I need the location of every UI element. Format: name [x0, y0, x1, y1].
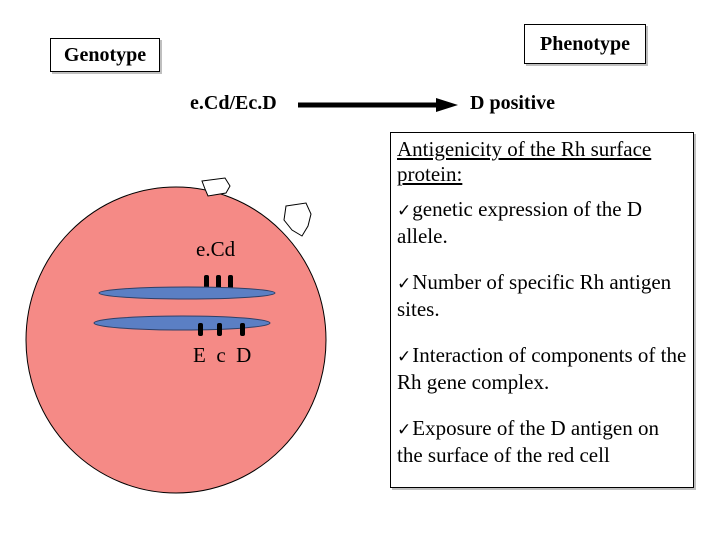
red-cell: [25, 186, 327, 494]
bullet-text: Exposure of the D antigen on the surface…: [397, 416, 659, 467]
gene-marker: [240, 323, 245, 336]
arrow-right-icon: [298, 98, 458, 112]
upper-chromosome-label: e.Cd: [196, 237, 236, 261]
phenotype-value: D positive: [470, 92, 555, 114]
phenotype-label: Phenotype: [524, 24, 646, 64]
gene-marker: [228, 275, 233, 289]
genotype-value: e.Cd/Ec.D: [190, 92, 277, 114]
gene-marker: [216, 275, 221, 289]
bullet-text: Number of specific Rh antigen sites.: [397, 270, 672, 321]
antigen-blob-icon: [201, 177, 231, 197]
genotype-label: Genotype: [50, 38, 160, 72]
panel-title: Antigenicity of the Rh surface protein:: [397, 137, 652, 186]
lower-chromosome-label: E c D: [193, 343, 251, 367]
gene-marker: [204, 275, 209, 289]
upper-gene-markers: [204, 275, 233, 289]
check-icon: ✓: [397, 201, 412, 221]
lower-chromosome: [93, 315, 271, 331]
bullet-text: genetic expression of the D allele.: [397, 197, 643, 248]
antigenicity-panel: Antigenicity of the Rh surface protein: …: [390, 132, 694, 488]
bullet-gene-expression: ✓genetic expression of the D allele.: [397, 197, 687, 249]
check-icon: ✓: [397, 420, 412, 440]
bullet-antigen-sites: ✓Number of specific Rh antigen sites.: [397, 270, 687, 322]
bullet-d-antigen-exposure: ✓Exposure of the D antigen on the surfac…: [397, 416, 687, 468]
antigen-blob-icon: [283, 202, 312, 237]
check-icon: ✓: [397, 347, 412, 367]
upper-chromosome: [98, 286, 276, 300]
bullet-gene-complex: ✓Interaction of components of the Rh gen…: [397, 343, 687, 395]
check-icon: ✓: [397, 274, 412, 294]
bullet-text: Interaction of components of the Rh gene…: [397, 343, 687, 394]
lower-gene-markers: [198, 323, 245, 336]
gene-marker: [198, 323, 203, 336]
gene-marker: [217, 323, 222, 336]
